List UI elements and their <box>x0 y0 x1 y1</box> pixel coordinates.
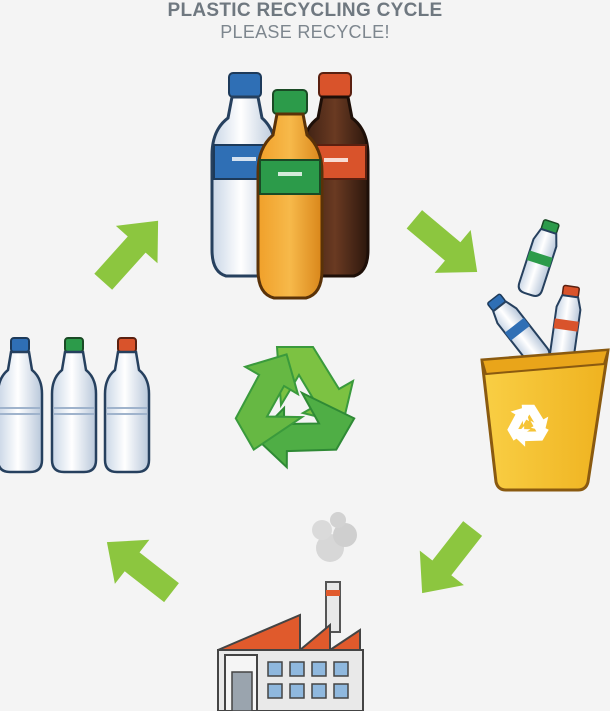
cycle-arrow-icon <box>106 539 179 603</box>
cycle-arrow-icon <box>94 220 159 290</box>
recycle-bin-icon <box>480 219 610 492</box>
recycled-bottles-icon <box>0 337 151 474</box>
page-subtitle: PLEASE RECYCLE! <box>220 22 390 42</box>
orange-bottle-icon <box>256 89 324 300</box>
recycle-symbol-icon <box>234 346 356 470</box>
bin-recycle-icon <box>507 404 549 447</box>
cycle-arrow-icon <box>419 521 483 594</box>
page-title: PLASTIC RECYCLING CYCLE <box>167 0 443 21</box>
cycle-arrows <box>94 210 483 603</box>
cycle-arrow-icon <box>406 210 478 273</box>
bottles-icon <box>210 72 370 300</box>
factory-icon <box>217 512 364 711</box>
